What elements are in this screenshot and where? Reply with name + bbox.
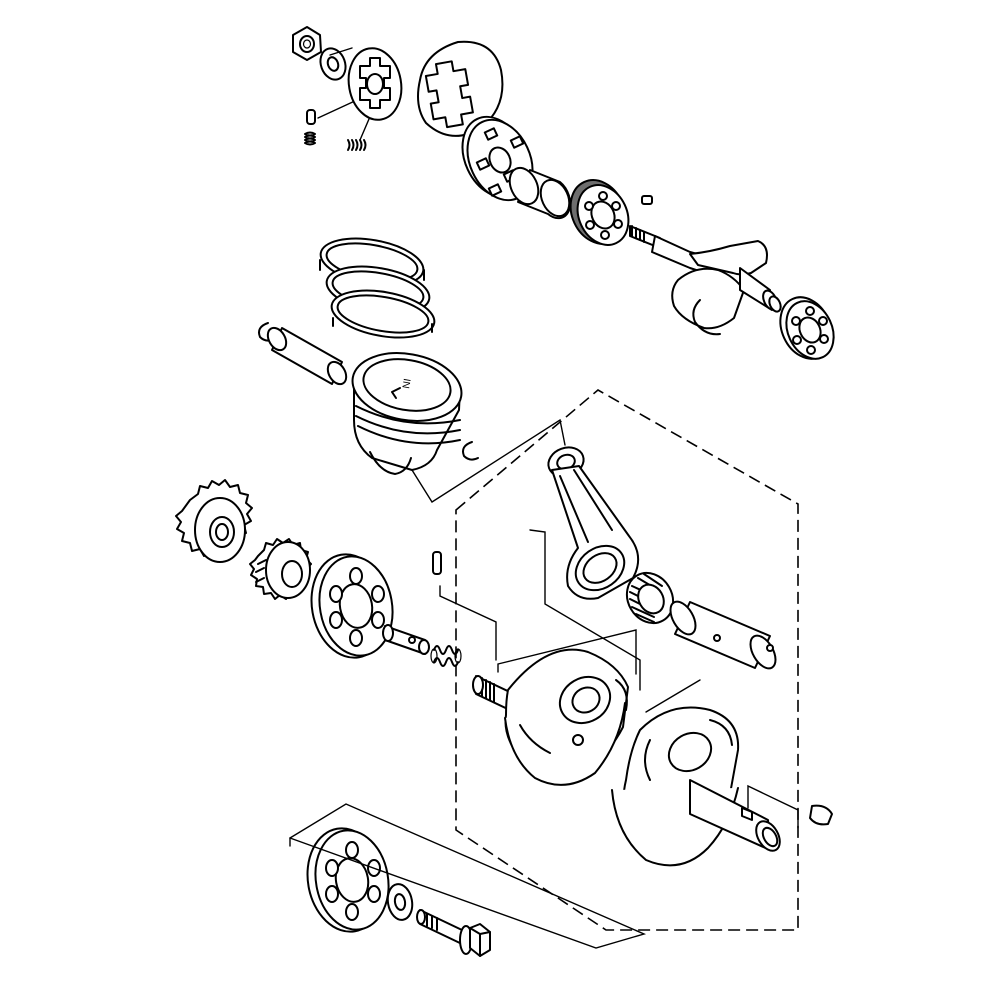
spring-icon [430,645,462,667]
pin-icon [266,326,348,386]
gear-icon [249,538,312,600]
bolt-icon [416,909,491,957]
bearing-icon [306,827,390,933]
connecting-rod-icon [547,446,640,600]
gear-icon [417,40,504,137]
washer-icon [319,47,347,81]
assembly-boundary [455,389,799,931]
shaft-icon [629,225,782,336]
washer-icon [386,883,414,921]
clip-icon [462,441,479,461]
bearing-icon [569,179,630,246]
pin-icon [432,551,442,575]
bearing-icon [310,553,394,659]
spring-icon [347,139,367,151]
spring-icon [304,131,316,146]
nozzle-icon [382,624,430,655]
piston-ring-icon [319,237,436,339]
collar-icon [508,166,572,220]
key-icon [641,195,653,205]
hex-nut-icon [292,26,322,61]
bearing-icon [779,296,835,360]
piston-mark: IN [399,377,412,389]
crankshaft-icon [472,648,629,786]
pin-icon [669,600,777,670]
bearing-icon [625,571,675,625]
gear-icon [175,479,253,563]
key-icon [809,804,833,826]
crankshaft-icon [611,706,781,867]
pin-icon [306,109,316,125]
piston-icon: IN [351,352,463,475]
hub-icon [347,47,403,121]
